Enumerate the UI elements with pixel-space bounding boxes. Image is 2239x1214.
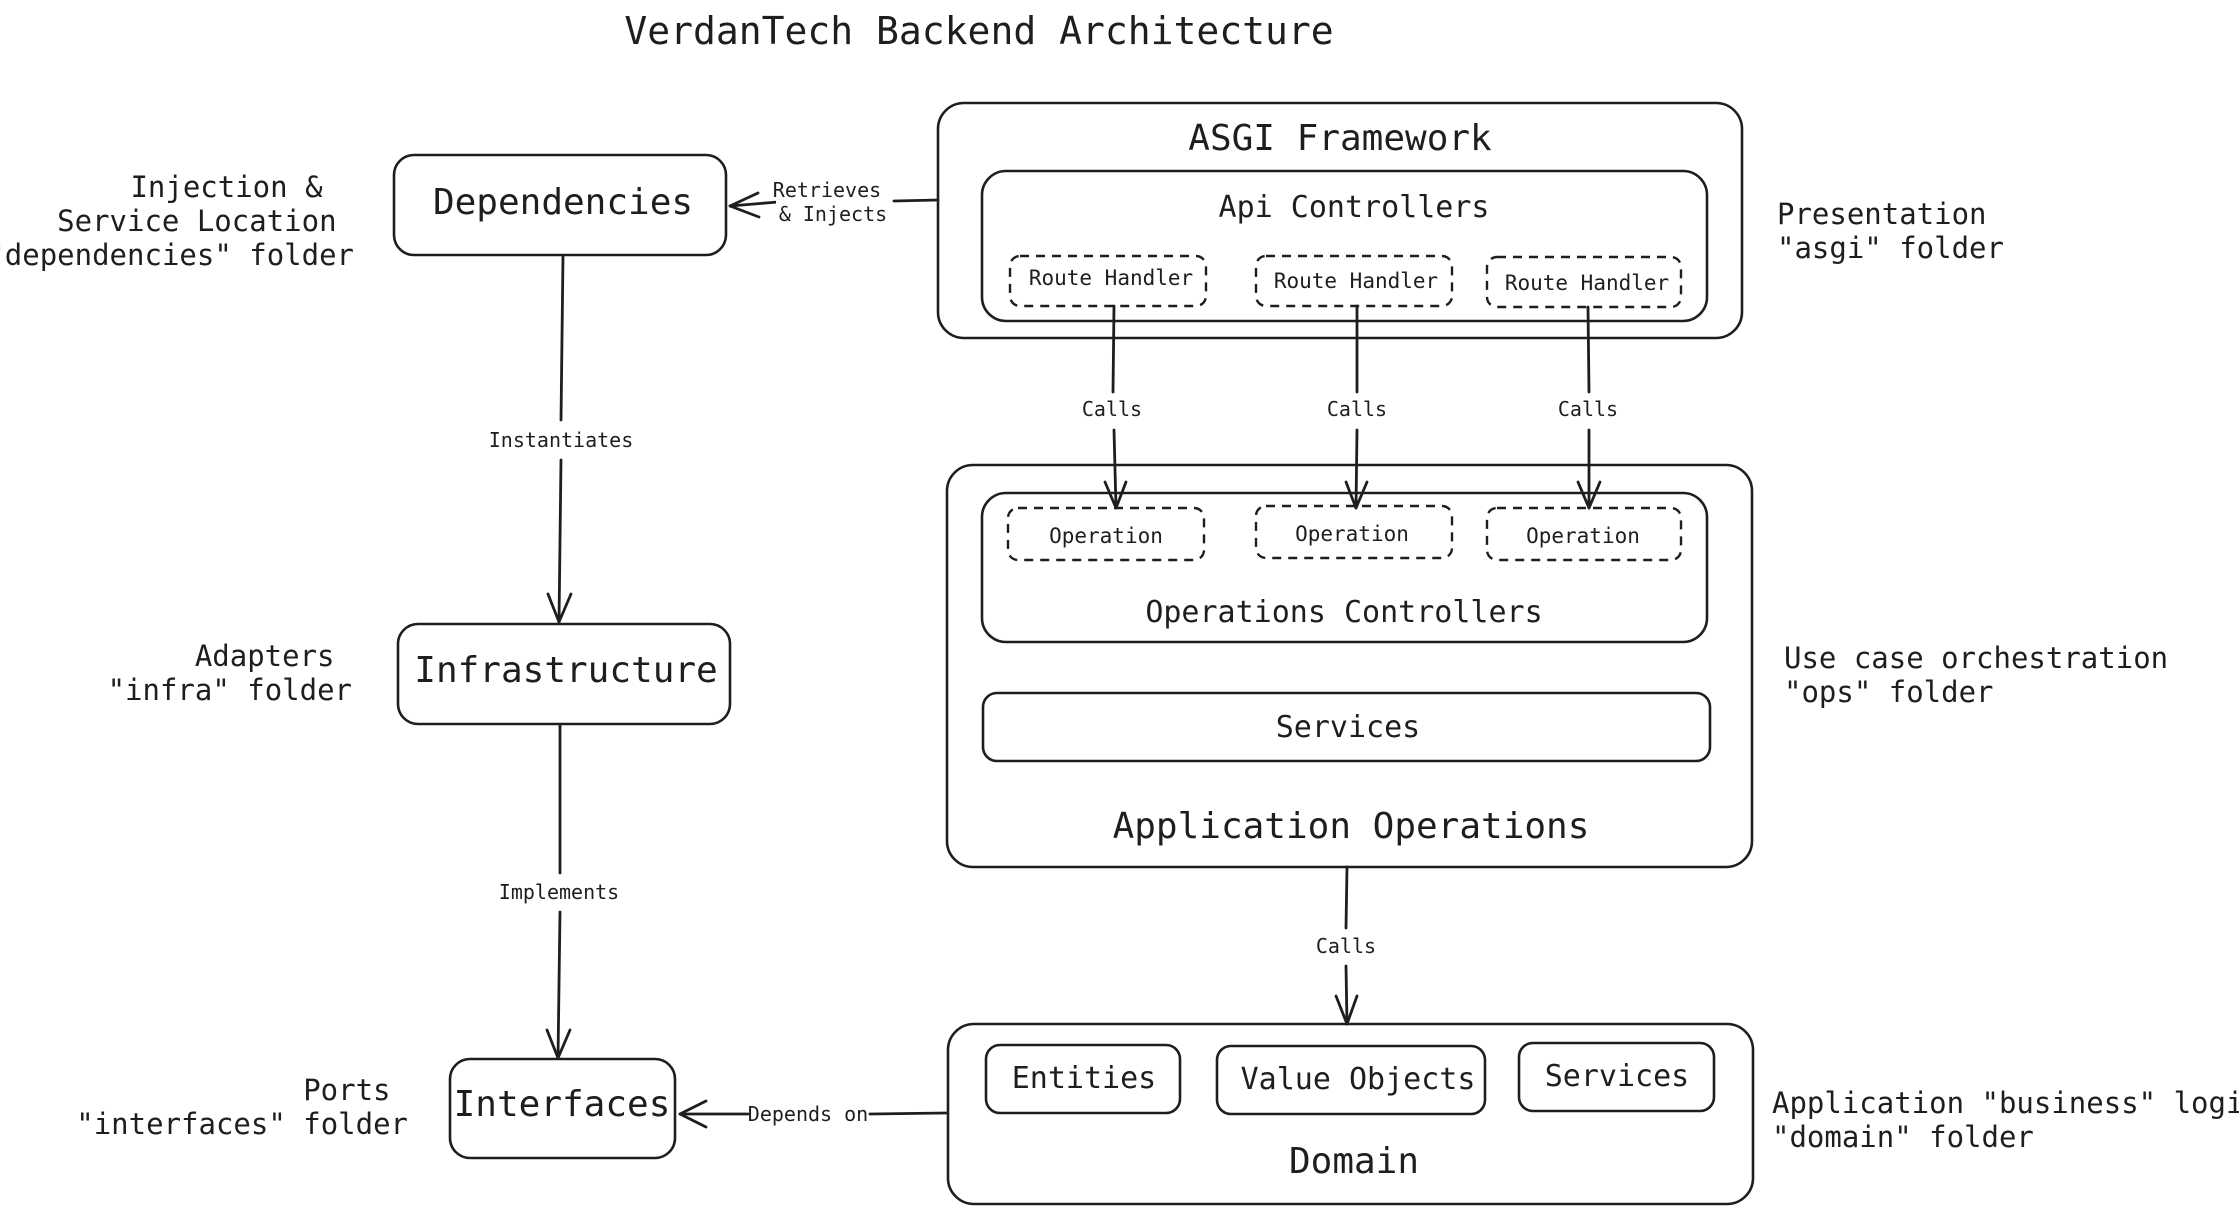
dependencies-note-line-3: "dependencies" folder xyxy=(0,238,354,272)
operations-controllers-box xyxy=(980,491,1709,644)
domain-note-line-1: Application "business" logic xyxy=(1772,1086,2239,1120)
operation-1 xyxy=(1006,506,1206,562)
edge-calls-domain: Calls xyxy=(1316,865,1376,1026)
domain-group: Entities Value Objects Services Domain xyxy=(946,1022,1755,1206)
edge-retrieves-line-1: Retrieves xyxy=(773,178,881,202)
domain-note-line-2: "domain" folder xyxy=(1772,1120,2034,1154)
operation-1-label: Operation xyxy=(1049,524,1163,548)
interfaces-note: Ports "interfaces" folder xyxy=(76,1073,408,1141)
interfaces-note-line-1: Ports xyxy=(303,1073,390,1107)
asgi-framework-box xyxy=(936,101,1744,340)
asgi-note: Presentation "asgi" folder xyxy=(1777,197,2004,265)
domain-value-objects-box xyxy=(1215,1044,1487,1116)
edge-depends-on: Depends on xyxy=(678,1099,948,1129)
ops-services-label: Services xyxy=(1276,710,1421,745)
route-handler-2 xyxy=(1254,254,1454,308)
infrastructure-note: Adapters "infra" folder xyxy=(108,639,352,707)
interfaces-label: Interfaces xyxy=(454,1084,671,1125)
operation-3 xyxy=(1485,506,1683,562)
edge-calls-1: Calls xyxy=(1082,304,1142,510)
api-controllers-label: Api Controllers xyxy=(1219,190,1490,225)
edge-instantiates-label: Instantiates xyxy=(489,428,634,452)
operation-3-label: Operation xyxy=(1526,524,1640,548)
edge-calls-domain-label: Calls xyxy=(1316,934,1376,958)
domain-entities-label: Entities xyxy=(1012,1061,1157,1096)
application-operations-label: Application Operations xyxy=(1113,806,1590,847)
edge-implements: Implements xyxy=(499,723,619,1060)
infrastructure-box xyxy=(396,622,732,726)
asgi-note-line-1: Presentation xyxy=(1777,197,1987,231)
ops-services-box xyxy=(981,691,1712,763)
dependencies-note-line-1: Injection & xyxy=(130,170,323,204)
domain-services-label: Services xyxy=(1545,1059,1690,1094)
infrastructure-note-line-1: Adapters xyxy=(195,639,335,673)
operations-controllers-label: Operations Controllers xyxy=(1145,595,1542,630)
domain-entities-box xyxy=(984,1043,1182,1115)
route-handler-2-label: Route Handler xyxy=(1274,269,1438,293)
edge-instantiates: Instantiates xyxy=(489,254,634,624)
edge-implements-label: Implements xyxy=(499,880,619,904)
edge-calls-3: Calls xyxy=(1558,305,1618,510)
app-ops-note: Use case orchestration "ops" folder xyxy=(1784,641,2186,709)
asgi-framework-group: ASGI Framework Api Controllers Route Han… xyxy=(936,101,1744,340)
asgi-framework-label: ASGI Framework xyxy=(1188,118,1492,159)
domain-box xyxy=(946,1022,1755,1206)
edge-depends-on-label: Depends on xyxy=(748,1102,868,1126)
route-handler-1 xyxy=(1008,254,1208,308)
domain-value-objects-label: Value Objects xyxy=(1241,1062,1476,1097)
route-handler-3 xyxy=(1485,255,1683,309)
infrastructure-note-line-2: "infra" folder xyxy=(108,673,352,707)
edge-calls-1-label: Calls xyxy=(1082,397,1142,421)
infrastructure-label: Infrastructure xyxy=(414,650,717,691)
interfaces-note-line-2: "interfaces" folder xyxy=(76,1107,408,1141)
app-ops-note-line-2: "ops" folder xyxy=(1784,675,1994,709)
application-operations-box xyxy=(945,463,1754,869)
domain-label: Domain xyxy=(1289,1141,1419,1182)
api-controllers-box xyxy=(980,169,1709,323)
route-handler-1-label: Route Handler xyxy=(1029,266,1193,290)
dependencies-box xyxy=(392,153,728,257)
app-ops-note-line-1: Use case orchestration xyxy=(1784,641,2168,675)
edge-retrieves-line-2: & Injects xyxy=(779,202,887,226)
diagram-title: VerdanTech Backend Architecture xyxy=(624,9,1333,53)
edge-calls-2: Calls xyxy=(1327,304,1387,510)
domain-note: Application "business" logic "domain" fo… xyxy=(1772,1086,2239,1154)
route-handler-3-label: Route Handler xyxy=(1505,271,1669,295)
edge-calls-3-label: Calls xyxy=(1558,397,1618,421)
dependencies-note-line-2: Service Location xyxy=(57,204,336,238)
domain-services-box xyxy=(1517,1041,1716,1113)
asgi-note-line-2: "asgi" folder xyxy=(1777,231,2004,265)
dependencies-label: Dependencies xyxy=(433,182,693,223)
operation-2-label: Operation xyxy=(1295,522,1409,546)
edge-retrieves-label: Retrieves & Injects xyxy=(773,178,893,226)
interfaces-box xyxy=(448,1057,677,1160)
dependencies-note: Injection & Service Location "dependenci… xyxy=(0,170,354,272)
application-operations-group: Operation Operation Operation Operations… xyxy=(945,463,1754,869)
edge-retrieves-injects: Retrieves & Injects xyxy=(728,176,940,230)
edge-calls-2-label: Calls xyxy=(1327,397,1387,421)
